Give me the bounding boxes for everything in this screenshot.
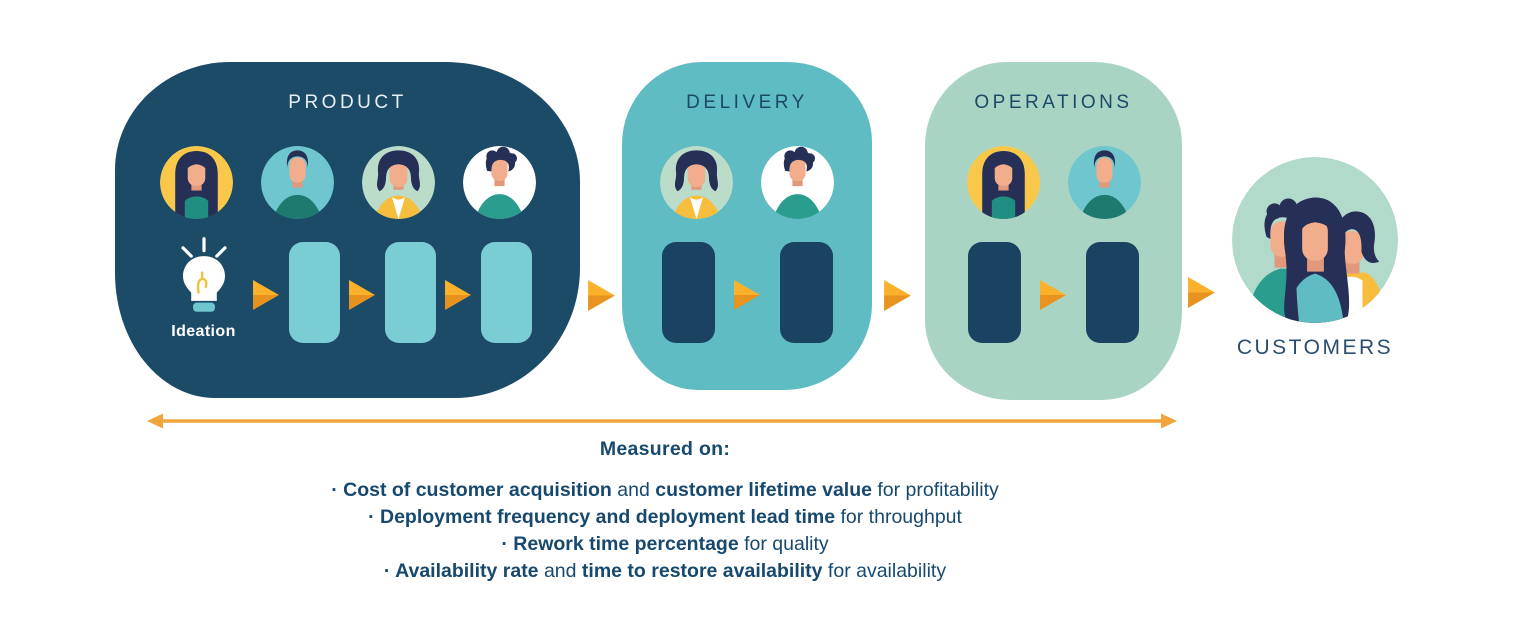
work-item-box — [384, 242, 436, 343]
work-item-box — [480, 242, 532, 343]
work-item-box — [968, 242, 1021, 343]
avatar-man-white — [761, 146, 834, 219]
step-arrow-icon — [734, 280, 761, 310]
stage-operations-workflow — [925, 242, 1182, 343]
bullet-dot: · — [383, 560, 396, 582]
stage-operations: OPERATIONS — [925, 62, 1182, 400]
bullet-dot: · — [331, 479, 344, 501]
measured-text-segment: for availability — [822, 560, 947, 582]
customers-label: CUSTOMERS — [1236, 336, 1394, 359]
measured-text-segment: time to restore availability — [581, 560, 823, 582]
measured-section: Measured on: · Cost of customer acquisit… — [0, 438, 1330, 585]
stage-product-avatars — [115, 146, 580, 219]
stage-operations-title: OPERATIONS — [974, 92, 1133, 113]
avatar-woman-sage — [362, 146, 435, 219]
measured-text-segment: customer lifetime value — [655, 479, 872, 501]
step-arrow-icon — [253, 280, 280, 310]
measured-text-segment: and — [538, 560, 582, 582]
work-item-box — [288, 242, 340, 343]
stage-product-workflow: Ideation — [115, 242, 580, 343]
customers-illustration — [1231, 156, 1399, 324]
flow-arrow-delivery-to-operations-icon — [884, 280, 912, 311]
measured-text-segment: for quality — [738, 533, 829, 555]
stage-delivery-avatars — [622, 146, 872, 219]
measured-text-segment: Rework time percentage — [513, 533, 739, 555]
measured-item: · Deployment frequency and deployment le… — [0, 504, 1330, 531]
measured-heading: Measured on: — [599, 438, 731, 460]
avatar-man-white — [463, 146, 536, 219]
step-arrow-icon — [1040, 280, 1067, 310]
measured-text-segment: Availability rate — [395, 560, 539, 582]
stage-delivery: DELIVERY — [622, 62, 872, 390]
ideation: Ideation — [164, 236, 244, 341]
stage-product-title: PRODUCT — [288, 92, 407, 113]
flow-arrow-operations-to-customers-icon — [1188, 277, 1216, 308]
measured-text-segment: for throughput — [835, 506, 962, 528]
avatar-woman-sage — [660, 146, 733, 219]
lightbulb-icon — [167, 236, 241, 320]
avatar-man-teal — [1068, 146, 1141, 219]
step-arrow-icon — [445, 280, 472, 310]
stage-product: PRODUCT Ideation — [115, 62, 580, 398]
measured-item: · Rework time percentage for quality — [0, 531, 1330, 558]
customers-group: CUSTOMERS — [1230, 156, 1400, 360]
ideation-label: Ideation — [171, 323, 236, 340]
stage-delivery-title: DELIVERY — [686, 92, 808, 113]
measured-text-segment: for profitability — [871, 479, 999, 501]
measured-text-segment: and — [611, 479, 656, 501]
measured-text-segment: Deployment frequency and deployment lead… — [379, 506, 836, 528]
bullet-dot: · — [501, 533, 514, 555]
flow-arrow-product-to-delivery-icon — [588, 280, 616, 311]
measured-text-segment: Cost of customer acquisition — [343, 479, 612, 501]
step-arrow-icon — [349, 280, 376, 310]
measurement-span-arrow — [147, 413, 1177, 429]
avatar-woman-yellow — [160, 146, 233, 219]
measured-item: · Cost of customer acquisition and custo… — [0, 477, 1330, 504]
stage-delivery-workflow — [622, 242, 872, 343]
stage-operations-avatars — [925, 146, 1182, 219]
work-item-box — [779, 242, 833, 343]
avatar-man-teal — [261, 146, 334, 219]
avatar-woman-yellow — [967, 146, 1040, 219]
measured-list: · Cost of customer acquisition and custo… — [0, 477, 1330, 585]
measured-item: · Availability rate and time to restore … — [0, 558, 1330, 585]
bullet-dot: · — [368, 506, 380, 528]
work-item-box — [661, 242, 715, 343]
work-item-box — [1086, 242, 1139, 343]
